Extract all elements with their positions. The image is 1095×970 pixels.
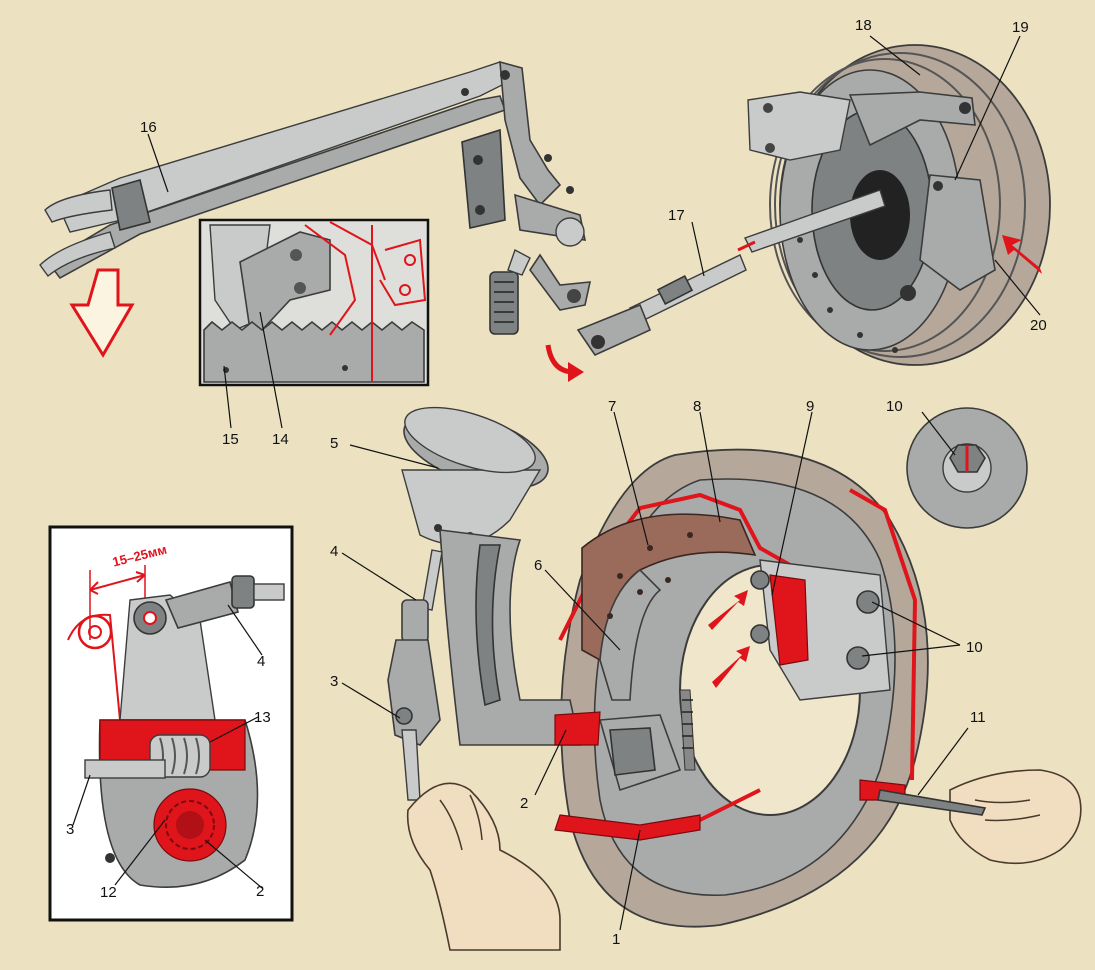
label-2-inset: 2 xyxy=(256,883,264,900)
label-1: 1 xyxy=(612,931,620,948)
ratchet-inset xyxy=(198,218,430,387)
wheel-assembly xyxy=(576,44,1051,366)
label-4: 4 xyxy=(330,543,338,560)
rotation-arrow-icon xyxy=(545,344,584,382)
label-20: 20 xyxy=(1030,317,1047,334)
right-hand xyxy=(877,769,1082,865)
lever-assembly xyxy=(39,60,592,335)
label-10-main: 10 xyxy=(966,639,983,656)
label-18: 18 xyxy=(855,17,872,34)
leader-lines xyxy=(72,35,1041,931)
label-12: 12 xyxy=(100,884,117,901)
label-11: 11 xyxy=(970,709,986,726)
label-13: 13 xyxy=(254,709,271,726)
label-17: 17 xyxy=(668,207,685,224)
label-8: 8 xyxy=(693,398,701,415)
label-5: 5 xyxy=(330,435,338,452)
brake-drum-assembly xyxy=(554,448,929,928)
label-6: 6 xyxy=(534,557,542,574)
left-hand xyxy=(406,782,561,951)
slack-adjuster-inset xyxy=(48,525,294,922)
push-down-arrow-icon xyxy=(69,268,135,358)
label-14: 14 xyxy=(272,431,289,448)
nut-detail-inset xyxy=(906,407,1028,529)
label-10-inset: 10 xyxy=(886,398,903,415)
label-4-inset: 4 xyxy=(257,653,265,670)
brake-chamber xyxy=(387,406,601,801)
label-19: 19 xyxy=(1012,19,1029,36)
label-7: 7 xyxy=(608,398,616,415)
label-15: 15 xyxy=(222,431,239,448)
label-3-inset: 3 xyxy=(66,821,74,838)
label-2: 2 xyxy=(520,795,528,812)
label-3: 3 xyxy=(330,673,338,690)
label-9: 9 xyxy=(806,398,814,415)
label-16: 16 xyxy=(140,119,157,136)
